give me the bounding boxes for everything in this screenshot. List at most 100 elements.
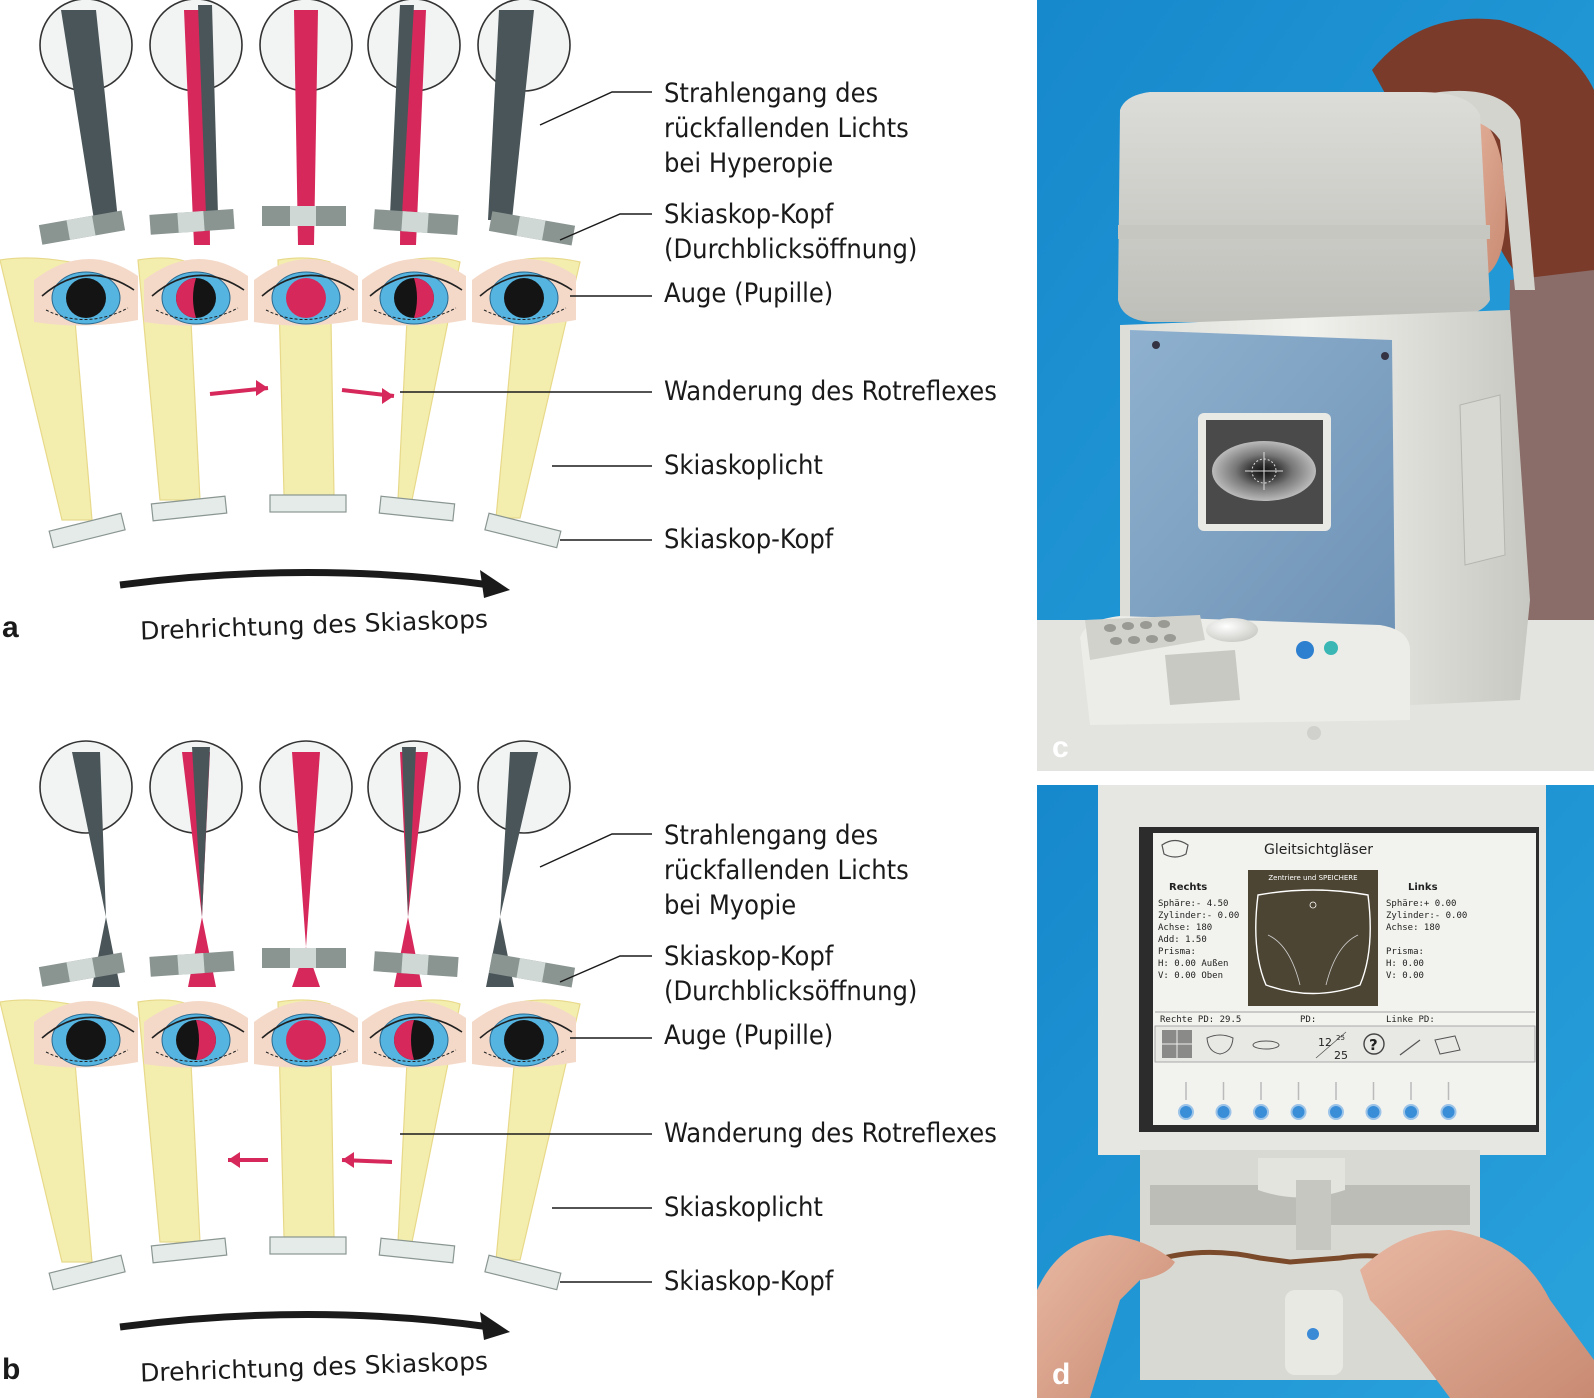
softkey-button[interactable] — [1440, 1104, 1457, 1120]
foot — [1307, 726, 1321, 740]
skiaskop-head-top — [262, 206, 346, 226]
red-reflex — [394, 1020, 414, 1060]
red-reflex — [176, 278, 196, 318]
head-aperture — [66, 215, 96, 240]
leader-line — [559, 213, 652, 241]
return-ray-red — [182, 752, 216, 987]
skiaskop-head-top — [149, 950, 235, 977]
skiaskop-head-bottom — [484, 512, 562, 549]
annotation-label: Auge (Pupille) — [664, 278, 833, 309]
status-right-pd: Rechte PD: 29.5 — [1160, 1015, 1241, 1025]
return-ray — [72, 752, 120, 987]
status-pd: PD: — [1300, 1015, 1316, 1025]
schematic-column — [472, 740, 581, 1291]
skiaskop-head-bottom — [378, 495, 456, 522]
help-icon[interactable] — [1363, 1033, 1385, 1055]
reflex-arrow-left-icon — [341, 1152, 393, 1168]
schematic-column — [362, 0, 466, 522]
eye-pupil — [362, 258, 466, 326]
annotation-label: Strahlengang des — [664, 78, 878, 109]
softkey-button[interactable] — [1215, 1104, 1232, 1120]
lens-support-button — [1307, 1328, 1319, 1340]
skiaskop-head-top — [149, 208, 235, 235]
panel-d-lensmeter-photo: Gleitsichtgläser Zentriere und SPEICHERE… — [1037, 785, 1594, 1398]
hardware-buttons — [1178, 1082, 1457, 1120]
skiaskop-head-bottom — [269, 1236, 347, 1255]
right-title: Rechts — [1169, 882, 1207, 893]
right-value-line: H: 0.00 Außen — [1158, 959, 1228, 969]
fraction-top: 12 — [1318, 1036, 1332, 1049]
left-value-line: Prisma: — [1386, 947, 1424, 957]
center-header: Zentriere und SPEICHERE — [1268, 874, 1357, 882]
lens-outline — [1255, 889, 1371, 995]
skiaskop-head-top — [373, 951, 459, 978]
return-ray — [390, 5, 414, 215]
rotation-caption: Drehrichtung des Skiaskops — [140, 1346, 489, 1387]
skiaskop-head-bottom — [48, 1254, 126, 1291]
measure-icon[interactable] — [1399, 1039, 1421, 1056]
softkey-button[interactable] — [1178, 1104, 1194, 1120]
fraction-bottom: 25 — [1334, 1049, 1348, 1062]
upper-lid — [369, 1016, 463, 1039]
annotation-label: bei Hyperopie — [664, 148, 833, 179]
upper-lid — [479, 1016, 573, 1039]
skiaskop-head-bottom — [378, 1237, 456, 1264]
rotation-arrow — [119, 569, 491, 589]
lower-lid — [155, 1049, 239, 1062]
return-ray-red — [294, 10, 318, 245]
leader-line — [539, 833, 652, 868]
annotation-label: rückfallenden Lichts — [664, 855, 909, 886]
return-ray — [488, 10, 534, 220]
return-ray-red — [394, 752, 428, 987]
left-value-line: Achse: 180 — [1386, 923, 1440, 933]
right-value-line: V: 0.00 Oben — [1158, 971, 1223, 981]
pupil — [66, 1020, 106, 1060]
lens-side-icon[interactable] — [1252, 1040, 1280, 1050]
upper-lid — [41, 1016, 135, 1039]
eye-pupil — [472, 258, 576, 326]
panel-letter-d: d — [1052, 1358, 1070, 1391]
softkey-button[interactable] — [1290, 1104, 1307, 1120]
lower-lid — [483, 1049, 567, 1062]
rotation-caption: Drehrichtung des Skiaskops — [140, 604, 489, 645]
annotation-label: Skiaskoplicht — [664, 450, 823, 481]
skiaskop-head-top — [373, 209, 459, 236]
rotation-arrow — [119, 1311, 491, 1331]
annotation-label: (Durchblicksöffnung) — [664, 234, 917, 265]
skiaskop-head-top — [488, 953, 576, 988]
trackball — [1206, 618, 1258, 642]
head-aperture — [401, 953, 429, 975]
return-ray-red — [292, 752, 320, 987]
red-reflex — [196, 1020, 216, 1060]
right-hand — [1360, 1230, 1594, 1398]
annotation-label: Skiaskop-Kopf — [664, 199, 835, 230]
left-value-line: H: 0.00 — [1386, 959, 1424, 969]
return-ray — [402, 747, 416, 917]
softkey-button[interactable] — [1365, 1104, 1382, 1120]
head-aperture — [401, 211, 429, 233]
left-value-line: Sphäre:+ 0.00 — [1386, 899, 1456, 909]
print-icon[interactable] — [1434, 1035, 1461, 1055]
rotation-arrow-head-icon — [480, 570, 510, 598]
upper-lid — [261, 274, 355, 297]
schematic-column — [362, 740, 466, 1264]
right-value-line: Add: 1.50 — [1158, 935, 1207, 945]
eye-pupil — [362, 1000, 466, 1068]
schematic-column — [0, 0, 138, 549]
softkey-button[interactable] — [1253, 1104, 1269, 1120]
panel-letter-a: a — [2, 611, 19, 644]
annotation-label: Skiaskop-Kopf — [664, 1266, 835, 1297]
softkey-button[interactable] — [1328, 1104, 1344, 1120]
lens-shape-icon[interactable] — [1206, 1034, 1234, 1055]
annotation-label: Wanderung des Rotreflexes — [664, 1118, 997, 1149]
annotation-label: Skiaskoplicht — [664, 1192, 823, 1223]
pupil — [286, 1020, 326, 1060]
annotation-label: Wanderung des Rotreflexes — [664, 376, 997, 407]
panel-c-autorefractometer-photo: c — [1037, 0, 1594, 771]
eye-pupil — [254, 1000, 358, 1068]
return-ray — [486, 752, 538, 987]
reflex-arrow-right-icon — [209, 380, 269, 396]
softkey-button[interactable] — [1403, 1104, 1419, 1120]
